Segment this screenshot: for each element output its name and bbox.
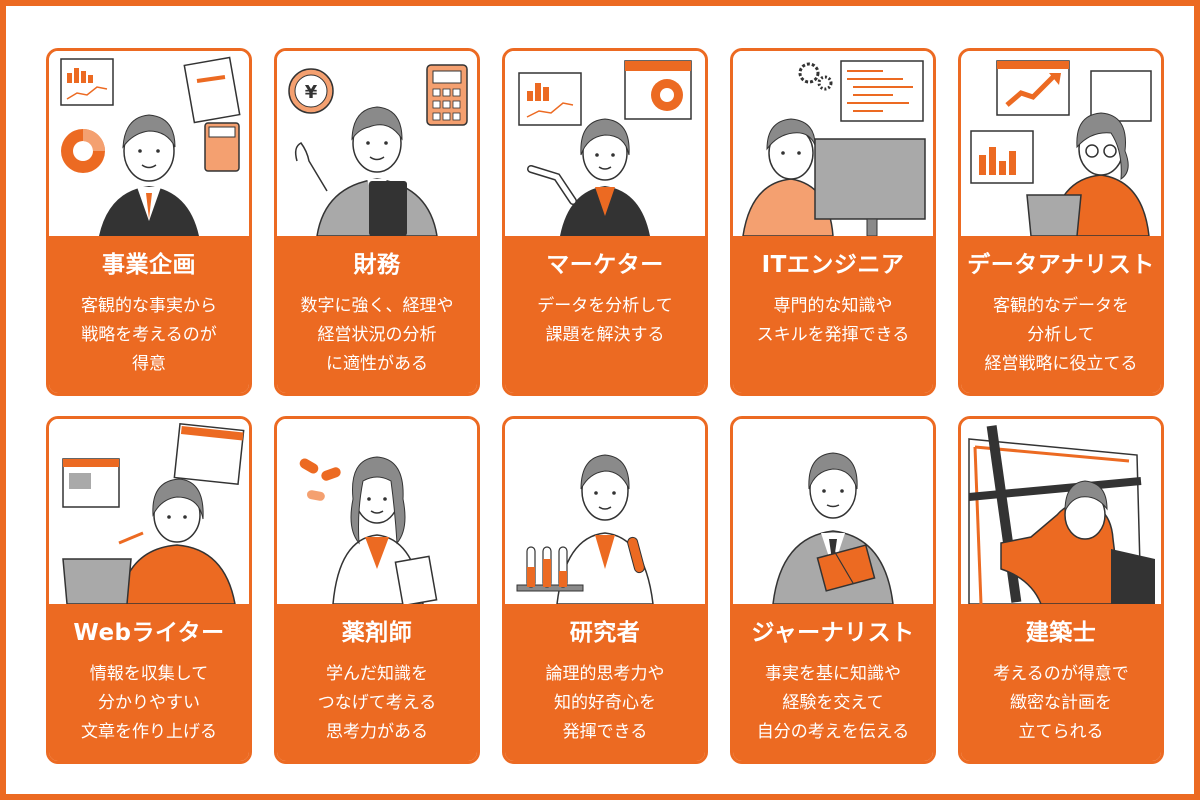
career-info: 事業企画 客観的な事実から 戦略を考えるのが 得意 bbox=[49, 236, 249, 393]
description-line: 論理的思考力や bbox=[545, 664, 665, 684]
career-info: ITエンジニア 専門的な知識や スキルを発揮できる bbox=[733, 236, 933, 393]
career-title: ジャーナリスト bbox=[751, 620, 915, 646]
architect-illustration bbox=[961, 419, 1161, 604]
career-info: マーケター データを分析して 課題を解決する bbox=[505, 236, 705, 393]
description-line: 経営戦略に役立てる bbox=[984, 354, 1138, 374]
career-card-business-planning: 事業企画 客観的な事実から 戦略を考えるのが 得意 bbox=[46, 48, 252, 396]
career-title: 研究者 bbox=[569, 620, 641, 646]
career-title: 事業企画 bbox=[102, 252, 196, 278]
it-engineer-illustration bbox=[733, 51, 933, 236]
description-line: 経験を交えて bbox=[782, 693, 884, 713]
description-line: 経営状況の分析 bbox=[317, 325, 437, 345]
career-card-architect: 建築士 考えるのが得意で 緻密な計画を 立てられる bbox=[958, 416, 1164, 764]
career-info: 研究者 論理的思考力や 知的好奇心を 発揮できる bbox=[505, 604, 705, 761]
career-info: Webライター 情報を収集して 分かりやすい 文章を作り上げる bbox=[49, 604, 249, 761]
description-line: 知的好奇心を bbox=[554, 693, 656, 713]
career-title: データアナリスト bbox=[967, 252, 1155, 278]
career-description: 客観的な事実から 戦略を考えるのが 得意 bbox=[51, 292, 247, 379]
description-line: 戦略を考えるのが bbox=[81, 325, 217, 345]
career-description: 論理的思考力や 知的好奇心を 発揮できる bbox=[507, 660, 703, 747]
description-line: 数字に強く、経理や bbox=[300, 296, 454, 316]
journalist-illustration bbox=[733, 419, 933, 604]
career-card-pharmacist: 薬剤師 学んだ知識を つなげて考える 思考力がある bbox=[274, 416, 480, 764]
career-info: データアナリスト 客観的なデータを 分析して 経営戦略に役立てる bbox=[961, 236, 1161, 393]
description-line: 専門的な知識や bbox=[773, 296, 893, 316]
career-description: データを分析して 課題を解決する bbox=[507, 292, 703, 350]
career-info: 薬剤師 学んだ知識を つなげて考える 思考力がある bbox=[277, 604, 477, 761]
career-description: 専門的な知識や スキルを発揮できる bbox=[735, 292, 931, 350]
marketer-illustration bbox=[505, 51, 705, 236]
description-line: に適性がある bbox=[326, 354, 428, 374]
page-frame: 事業企画 客観的な事実から 戦略を考えるのが 得意 ¥ bbox=[6, 6, 1194, 794]
career-card-finance: ¥ 財務 bbox=[274, 48, 480, 396]
description-line: 得意 bbox=[132, 354, 166, 374]
career-card-data-analyst: データアナリスト 客観的なデータを 分析して 経営戦略に役立てる bbox=[958, 48, 1164, 396]
researcher-illustration bbox=[505, 419, 705, 604]
career-description: 考えるのが得意で 緻密な計画を 立てられる bbox=[963, 660, 1159, 747]
description-line: 自分の考えを伝える bbox=[756, 722, 910, 742]
description-line: 発揮できる bbox=[562, 722, 648, 742]
career-info: 建築士 考えるのが得意で 緻密な計画を 立てられる bbox=[961, 604, 1161, 761]
business-planner-illustration bbox=[49, 51, 249, 236]
career-card-web-writer: Webライター 情報を収集して 分かりやすい 文章を作り上げる bbox=[46, 416, 252, 764]
data-analyst-illustration bbox=[961, 51, 1161, 236]
web-writer-illustration bbox=[49, 419, 249, 604]
description-line: 事実を基に知識や bbox=[765, 664, 901, 684]
career-grid: 事業企画 客観的な事実から 戦略を考えるのが 得意 ¥ bbox=[46, 48, 1164, 764]
career-card-marketer: マーケター データを分析して 課題を解決する bbox=[502, 48, 708, 396]
description-line: 立てられる bbox=[1018, 722, 1104, 742]
description-line: 分析して bbox=[1027, 325, 1095, 345]
career-description: 情報を収集して 分かりやすい 文章を作り上げる bbox=[51, 660, 247, 747]
career-title: 薬剤師 bbox=[341, 620, 413, 646]
description-line: 文章を作り上げる bbox=[81, 722, 217, 742]
description-line: 情報を収集して bbox=[89, 664, 209, 684]
description-line: 思考力がある bbox=[326, 722, 428, 742]
description-line: データを分析して bbox=[537, 296, 673, 316]
career-card-journalist: ジャーナリスト 事実を基に知識や 経験を交えて 自分の考えを伝える bbox=[730, 416, 936, 764]
description-line: 緻密な計画を bbox=[1010, 693, 1112, 713]
career-info: 財務 数字に強く、経理や 経営状況の分析 に適性がある bbox=[277, 236, 477, 393]
career-title: ITエンジニア bbox=[761, 252, 905, 278]
description-line: 客観的な事実から bbox=[81, 296, 217, 316]
description-line: 分かりやすい bbox=[98, 693, 200, 713]
career-description: 学んだ知識を つなげて考える 思考力がある bbox=[279, 660, 475, 747]
description-line: つなげて考える bbox=[317, 693, 437, 713]
description-line: 考えるのが得意で bbox=[993, 664, 1129, 684]
career-description: 数字に強く、経理や 経営状況の分析 に適性がある bbox=[279, 292, 475, 379]
career-title: Webライター bbox=[73, 620, 225, 646]
yen-icon: ¥ bbox=[305, 82, 318, 103]
description-line: スキルを発揮できる bbox=[756, 325, 910, 345]
career-card-it-engineer: ITエンジニア 専門的な知識や スキルを発揮できる bbox=[730, 48, 936, 396]
career-title: 建築士 bbox=[1025, 620, 1097, 646]
description-line: 客観的なデータを bbox=[993, 296, 1129, 316]
description-line: 学んだ知識を bbox=[326, 664, 428, 684]
career-title: マーケター bbox=[546, 252, 664, 278]
career-description: 事実を基に知識や 経験を交えて 自分の考えを伝える bbox=[735, 660, 931, 747]
career-info: ジャーナリスト 事実を基に知識や 経験を交えて 自分の考えを伝える bbox=[733, 604, 933, 761]
description-line: 課題を解決する bbox=[545, 325, 665, 345]
career-description: 客観的なデータを 分析して 経営戦略に役立てる bbox=[963, 292, 1159, 379]
pharmacist-illustration bbox=[277, 419, 477, 604]
finance-illustration: ¥ bbox=[277, 51, 477, 236]
career-title: 財務 bbox=[353, 252, 401, 278]
career-card-researcher: 研究者 論理的思考力や 知的好奇心を 発揮できる bbox=[502, 416, 708, 764]
